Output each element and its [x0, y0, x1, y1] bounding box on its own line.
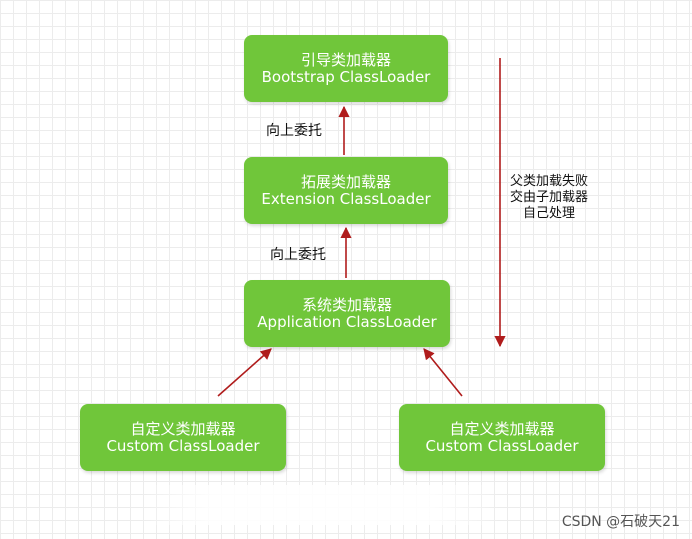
bootstrap-classloader-box: 引导类加载器 Bootstrap ClassLoader [244, 35, 448, 102]
bottom-fade [140, 485, 500, 525]
custom-classloader-right-box: 自定义类加载器 Custom ClassLoader [399, 404, 605, 471]
arrow-custom-right-to-application [423, 348, 463, 397]
custom-classloader-left-en: Custom ClassLoader [106, 436, 260, 455]
custom-classloader-right-en: Custom ClassLoader [425, 436, 579, 455]
custom-classloader-left-box: 自定义类加载器 Custom ClassLoader [80, 404, 286, 471]
arrow-custom-left-to-application [217, 348, 272, 397]
custom-classloader-right-cn: 自定义类加载器 [449, 419, 555, 438]
application-classloader-cn: 系统类加载器 [301, 295, 392, 314]
application-classloader-box: 系统类加载器 Application ClassLoader [244, 280, 450, 347]
parent-failure-note-line1: 父类加载失败 [509, 174, 588, 189]
csdn-watermark: CSDN @石破天21 [561, 514, 680, 530]
extension-classloader-cn: 拓展类加载器 [300, 172, 391, 191]
application-classloader-en: Application ClassLoader [257, 312, 437, 331]
parent-failure-note-line3: 自己处理 [522, 206, 575, 221]
delegate-upper-label: 向上委托 [266, 123, 322, 139]
parent-failure-note: 父类加载失败 交由子加载器 自己处理 [503, 174, 595, 222]
bootstrap-classloader-en: Bootstrap ClassLoader [261, 67, 431, 86]
extension-classloader-en: Extension ClassLoader [261, 189, 431, 208]
bootstrap-classloader-cn: 引导类加载器 [300, 50, 391, 69]
delegate-lower-label: 向上委托 [270, 247, 326, 263]
parent-failure-note-line2: 交由子加载器 [509, 190, 588, 205]
extension-classloader-box: 拓展类加载器 Extension ClassLoader [244, 157, 448, 224]
custom-classloader-left-cn: 自定义类加载器 [130, 419, 236, 438]
